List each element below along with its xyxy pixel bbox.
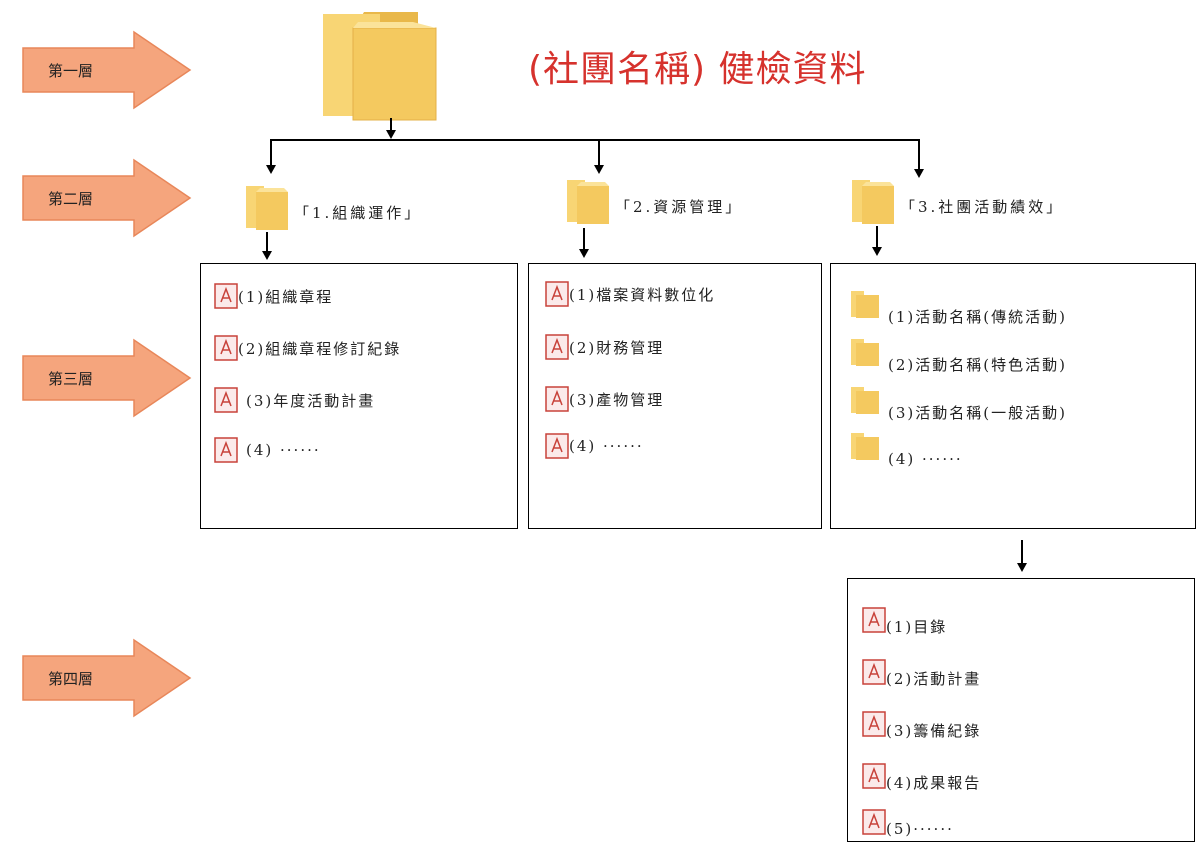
item-label: (1)檔案資料數位化 bbox=[569, 285, 716, 304]
pdf-file-icon bbox=[862, 658, 886, 685]
list-item: (3)活動名稱(一般活動) bbox=[850, 376, 1067, 423]
folder-icon bbox=[851, 338, 879, 366]
level-2-label: 第二層 bbox=[48, 189, 94, 208]
list-item: (3)產物管理 bbox=[545, 386, 664, 412]
pdf-file-icon bbox=[214, 283, 238, 309]
connector-arrow bbox=[579, 249, 589, 258]
list-item: (1)組織章程 bbox=[214, 283, 333, 309]
level2-folder-1: 「1.組織運作」 bbox=[244, 182, 422, 232]
pdf-file-icon bbox=[862, 710, 886, 737]
item-label: (4) ······ bbox=[888, 450, 963, 468]
level4-box bbox=[847, 578, 1195, 842]
list-item: (2)活動名稱(特色活動) bbox=[850, 328, 1067, 375]
list-item: (1)檔案資料數位化 bbox=[545, 281, 715, 307]
item-label: (1)活動名稱(傳統活動) bbox=[888, 308, 1067, 326]
item-label: (2)活動名稱(特色活動) bbox=[888, 356, 1067, 374]
level-3-arrow: 第三層 bbox=[22, 338, 192, 418]
item-label: (5)······ bbox=[886, 820, 954, 838]
connector-arrow bbox=[1017, 563, 1027, 572]
item-label: (2)財務管理 bbox=[569, 338, 665, 357]
level3-box-3 bbox=[830, 263, 1196, 529]
connector-line bbox=[1021, 540, 1023, 564]
connector-line bbox=[270, 139, 920, 141]
level-4-label: 第四層 bbox=[48, 669, 94, 688]
connector-arrow bbox=[386, 130, 396, 139]
folder-icon bbox=[851, 433, 879, 460]
folder-icon bbox=[851, 290, 879, 318]
connector-line bbox=[266, 232, 268, 252]
item-label: (1)目錄 bbox=[886, 618, 948, 636]
list-item: (2)財務管理 bbox=[545, 334, 664, 360]
item-label: (3)籌備紀錄 bbox=[886, 722, 982, 740]
folder-icon bbox=[852, 180, 894, 224]
level2-folder-3: 「3.社團活動績效」 bbox=[850, 176, 1064, 226]
folder-icon bbox=[246, 186, 288, 230]
connector-line bbox=[598, 139, 600, 165]
right-arrow-icon bbox=[22, 338, 192, 418]
level2-folder-2: 「2.資源管理」 bbox=[565, 176, 743, 226]
level2-folder-3-label: 「3.社團活動績效」 bbox=[900, 197, 1065, 216]
level-4-arrow: 第四層 bbox=[22, 638, 192, 718]
pdf-file-icon bbox=[545, 281, 569, 307]
pdf-file-icon bbox=[862, 762, 886, 789]
level-1-label: 第一層 bbox=[48, 61, 94, 80]
connector-line bbox=[918, 139, 920, 169]
connector-line bbox=[583, 228, 585, 250]
item-label: (3)活動名稱(一般活動) bbox=[888, 404, 1067, 422]
pdf-file-icon bbox=[214, 437, 238, 463]
level-1-arrow: 第一層 bbox=[22, 30, 192, 110]
item-label: (4)成果報告 bbox=[886, 774, 982, 792]
list-item: (1)活動名稱(傳統活動) bbox=[850, 280, 1067, 327]
item-label: (2)組織章程修訂紀錄 bbox=[238, 339, 402, 358]
list-item: (1)目錄 bbox=[862, 602, 947, 637]
list-item: (3)籌備紀錄 bbox=[862, 706, 981, 741]
item-label: (3)年度活動計畫 bbox=[246, 391, 376, 410]
level-3-label: 第三層 bbox=[48, 369, 94, 388]
folder-icon bbox=[567, 180, 609, 224]
level2-folder-1-label: 「1.組織運作」 bbox=[294, 203, 423, 222]
list-item: (5)······ bbox=[862, 806, 954, 838]
right-arrow-icon bbox=[22, 638, 192, 718]
list-item: (4)成果報告 bbox=[862, 758, 981, 793]
connector-arrow bbox=[266, 165, 276, 174]
list-item: (2)活動計畫 bbox=[862, 654, 981, 689]
right-arrow-icon bbox=[22, 30, 192, 110]
pdf-file-icon bbox=[214, 335, 238, 361]
connector-line bbox=[876, 226, 878, 248]
level3-box-1 bbox=[200, 263, 518, 529]
connector-line bbox=[390, 118, 392, 132]
right-arrow-icon bbox=[22, 158, 192, 238]
connector-arrow bbox=[262, 251, 272, 260]
pdf-file-icon bbox=[214, 387, 238, 413]
level2-folder-2-label: 「2.資源管理」 bbox=[615, 197, 744, 216]
list-item: (4) ······ bbox=[850, 424, 963, 468]
connector-arrow bbox=[914, 169, 924, 178]
level3-box-2 bbox=[528, 263, 822, 529]
pdf-file-icon bbox=[545, 386, 569, 412]
connector-arrow bbox=[872, 247, 882, 256]
folder-icon bbox=[851, 386, 879, 414]
item-label: (1)組織章程 bbox=[238, 287, 334, 306]
pdf-file-icon bbox=[545, 433, 569, 459]
level-2-arrow: 第二層 bbox=[22, 158, 192, 238]
list-item: (2)組織章程修訂紀錄 bbox=[214, 335, 401, 361]
item-label: (4) ······ bbox=[569, 437, 644, 455]
root-folder-icon bbox=[318, 8, 443, 127]
connector-arrow bbox=[594, 165, 604, 174]
list-item: (4) ······ bbox=[545, 433, 644, 459]
list-item: (4) ······ bbox=[214, 437, 321, 463]
item-label: (2)活動計畫 bbox=[886, 670, 982, 688]
diagram-title: (社團名稱) 健檢資料 bbox=[528, 49, 867, 90]
item-label: (3)產物管理 bbox=[569, 390, 665, 409]
connector-line bbox=[270, 139, 272, 165]
item-label: (4) ······ bbox=[246, 441, 321, 459]
list-item: (3)年度活動計畫 bbox=[214, 387, 375, 413]
pdf-file-icon bbox=[862, 606, 886, 633]
pdf-file-icon bbox=[545, 334, 569, 360]
pdf-file-icon bbox=[862, 809, 886, 835]
